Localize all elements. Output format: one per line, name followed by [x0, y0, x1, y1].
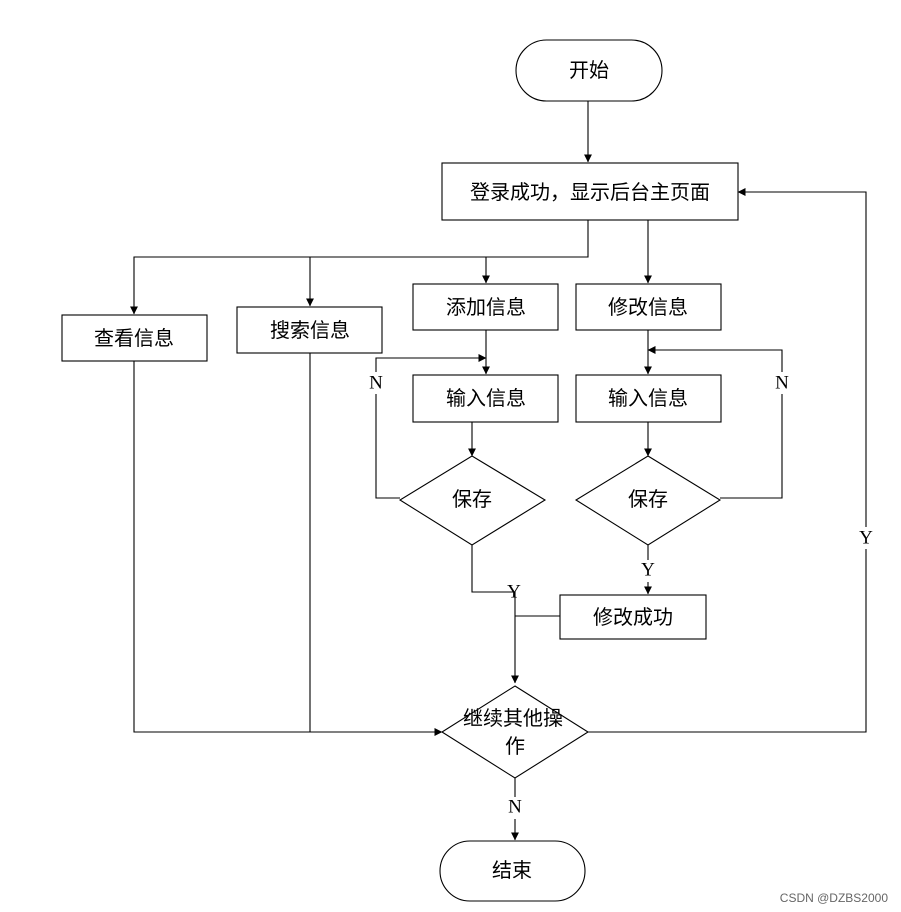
input-add-label: 输入信息 [446, 386, 526, 410]
modify-success-process [559, 594, 707, 640]
label-bg [857, 527, 875, 549]
add-process [412, 283, 559, 331]
modify-process [575, 283, 722, 331]
label-bg [774, 372, 790, 394]
add-save-no-label: N [369, 373, 383, 394]
modify-label: 修改信息 [608, 295, 688, 319]
save-add-label: 保存 [452, 487, 492, 511]
save-modify-label: 保存 [628, 487, 668, 511]
input-modify-process [575, 374, 722, 423]
input-modify-label: 输入信息 [608, 386, 688, 410]
save-add-decision [398, 455, 547, 546]
continue-label-line1: 继续其他操 [463, 706, 563, 730]
save-modify-decision [574, 455, 722, 546]
start-terminal [515, 39, 663, 102]
continue-no-label: N [508, 797, 522, 818]
end-label: 结束 [492, 858, 532, 882]
input-add-process [412, 374, 559, 423]
continue-decision [440, 685, 590, 779]
modify-save-yes-label: Y [641, 560, 655, 581]
continue-label-line2: 作 [505, 734, 525, 758]
label-bg [639, 560, 657, 582]
edge-save-add-yes [471, 545, 519, 684]
search-process [236, 306, 383, 354]
edge-continue-yes [588, 188, 867, 733]
search-label: 搜索信息 [270, 318, 350, 342]
modify-save-no-label: N [775, 373, 789, 394]
login-process [441, 162, 739, 221]
end-terminal [439, 840, 586, 902]
edge-save-add-no [375, 354, 487, 499]
edge-view-continue [133, 361, 443, 736]
login-label: 登录成功，显示后台主页面 [470, 180, 710, 204]
modify-success-label: 修改成功 [593, 605, 673, 629]
add-save-yes-label: Y [507, 582, 521, 603]
start-label: 开始 [569, 58, 609, 82]
add-label: 添加信息 [446, 295, 526, 319]
label-bg [506, 797, 524, 819]
watermark: CSDN @DZBS2000 [780, 891, 889, 905]
continue-yes-label: Y [859, 528, 873, 549]
edge-save-modify-no [647, 346, 783, 499]
view-label: 查看信息 [94, 326, 174, 350]
label-bg [368, 372, 384, 394]
view-process [61, 314, 208, 362]
edge-login-view [130, 220, 589, 315]
